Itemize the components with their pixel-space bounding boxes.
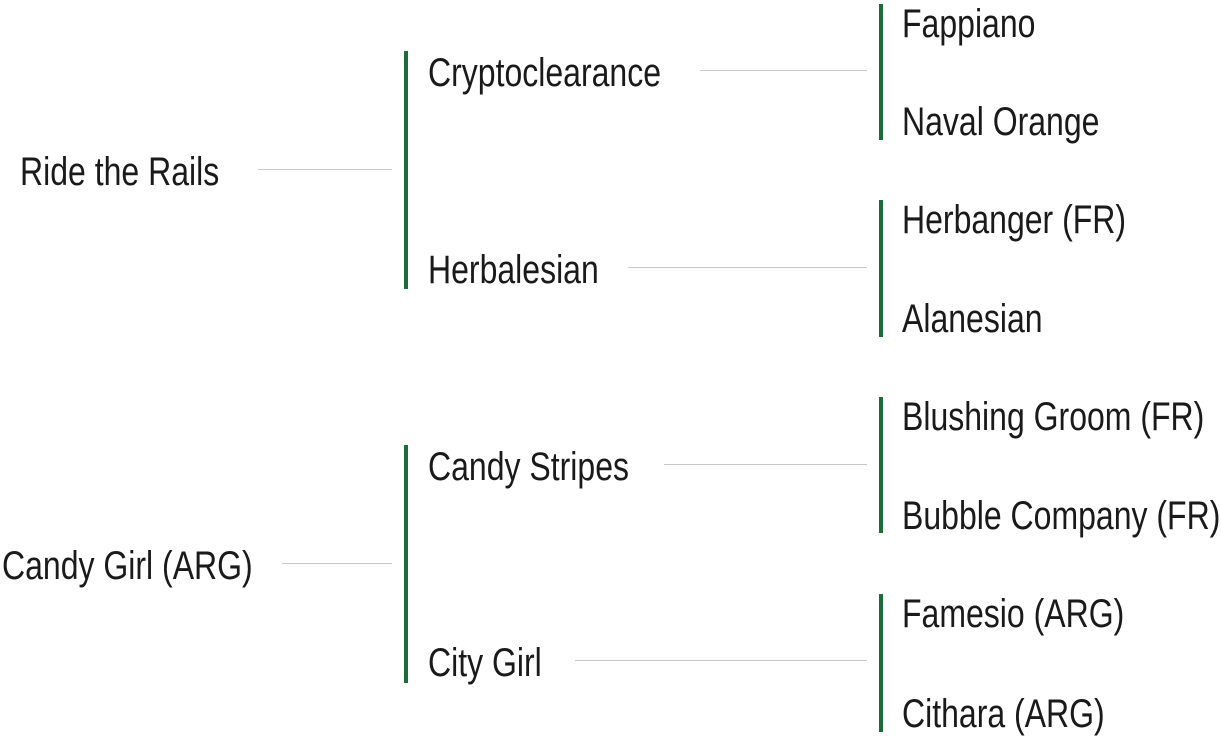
dam-dam-sire-name: Famesio (ARG): [902, 592, 1125, 636]
dam-sire-bracket: [879, 397, 883, 533]
sire-sire-name: Cryptoclearance: [428, 51, 661, 95]
sire-dam-bracket: [879, 200, 883, 337]
sire-sire-dam-name: Naval Orange: [902, 100, 1100, 144]
dam-sire-connector: [664, 464, 867, 465]
dam-sire-dam-name: Bubble Company (FR): [902, 494, 1221, 538]
dam-dam-bracket: [879, 594, 883, 732]
dam-sire-name: Candy Stripes: [428, 445, 629, 489]
sire-sire-connector: [700, 70, 867, 71]
dam-dam-name: City Girl: [428, 641, 542, 685]
sire-dam-connector: [628, 267, 867, 268]
sire-dam-name: Herbalesian: [428, 248, 599, 292]
dam-sire-sire-name: Blushing Groom (FR): [902, 395, 1205, 439]
sire-connector: [258, 169, 392, 170]
sire-name: Ride the Rails: [20, 150, 220, 194]
dam-name: Candy Girl (ARG): [2, 544, 253, 588]
dam-connector: [282, 563, 392, 564]
sire-sire-sire-name: Fappiano: [902, 2, 1036, 46]
dam-dam-dam-name: Cithara (ARG): [902, 692, 1105, 736]
dam-bracket: [404, 445, 408, 683]
sire-dam-dam-name: Alanesian: [902, 297, 1043, 341]
sire-bracket: [404, 51, 408, 289]
sire-dam-sire-name: Herbanger (FR): [902, 198, 1127, 242]
sire-sire-bracket: [879, 4, 883, 140]
dam-dam-connector: [575, 660, 867, 661]
